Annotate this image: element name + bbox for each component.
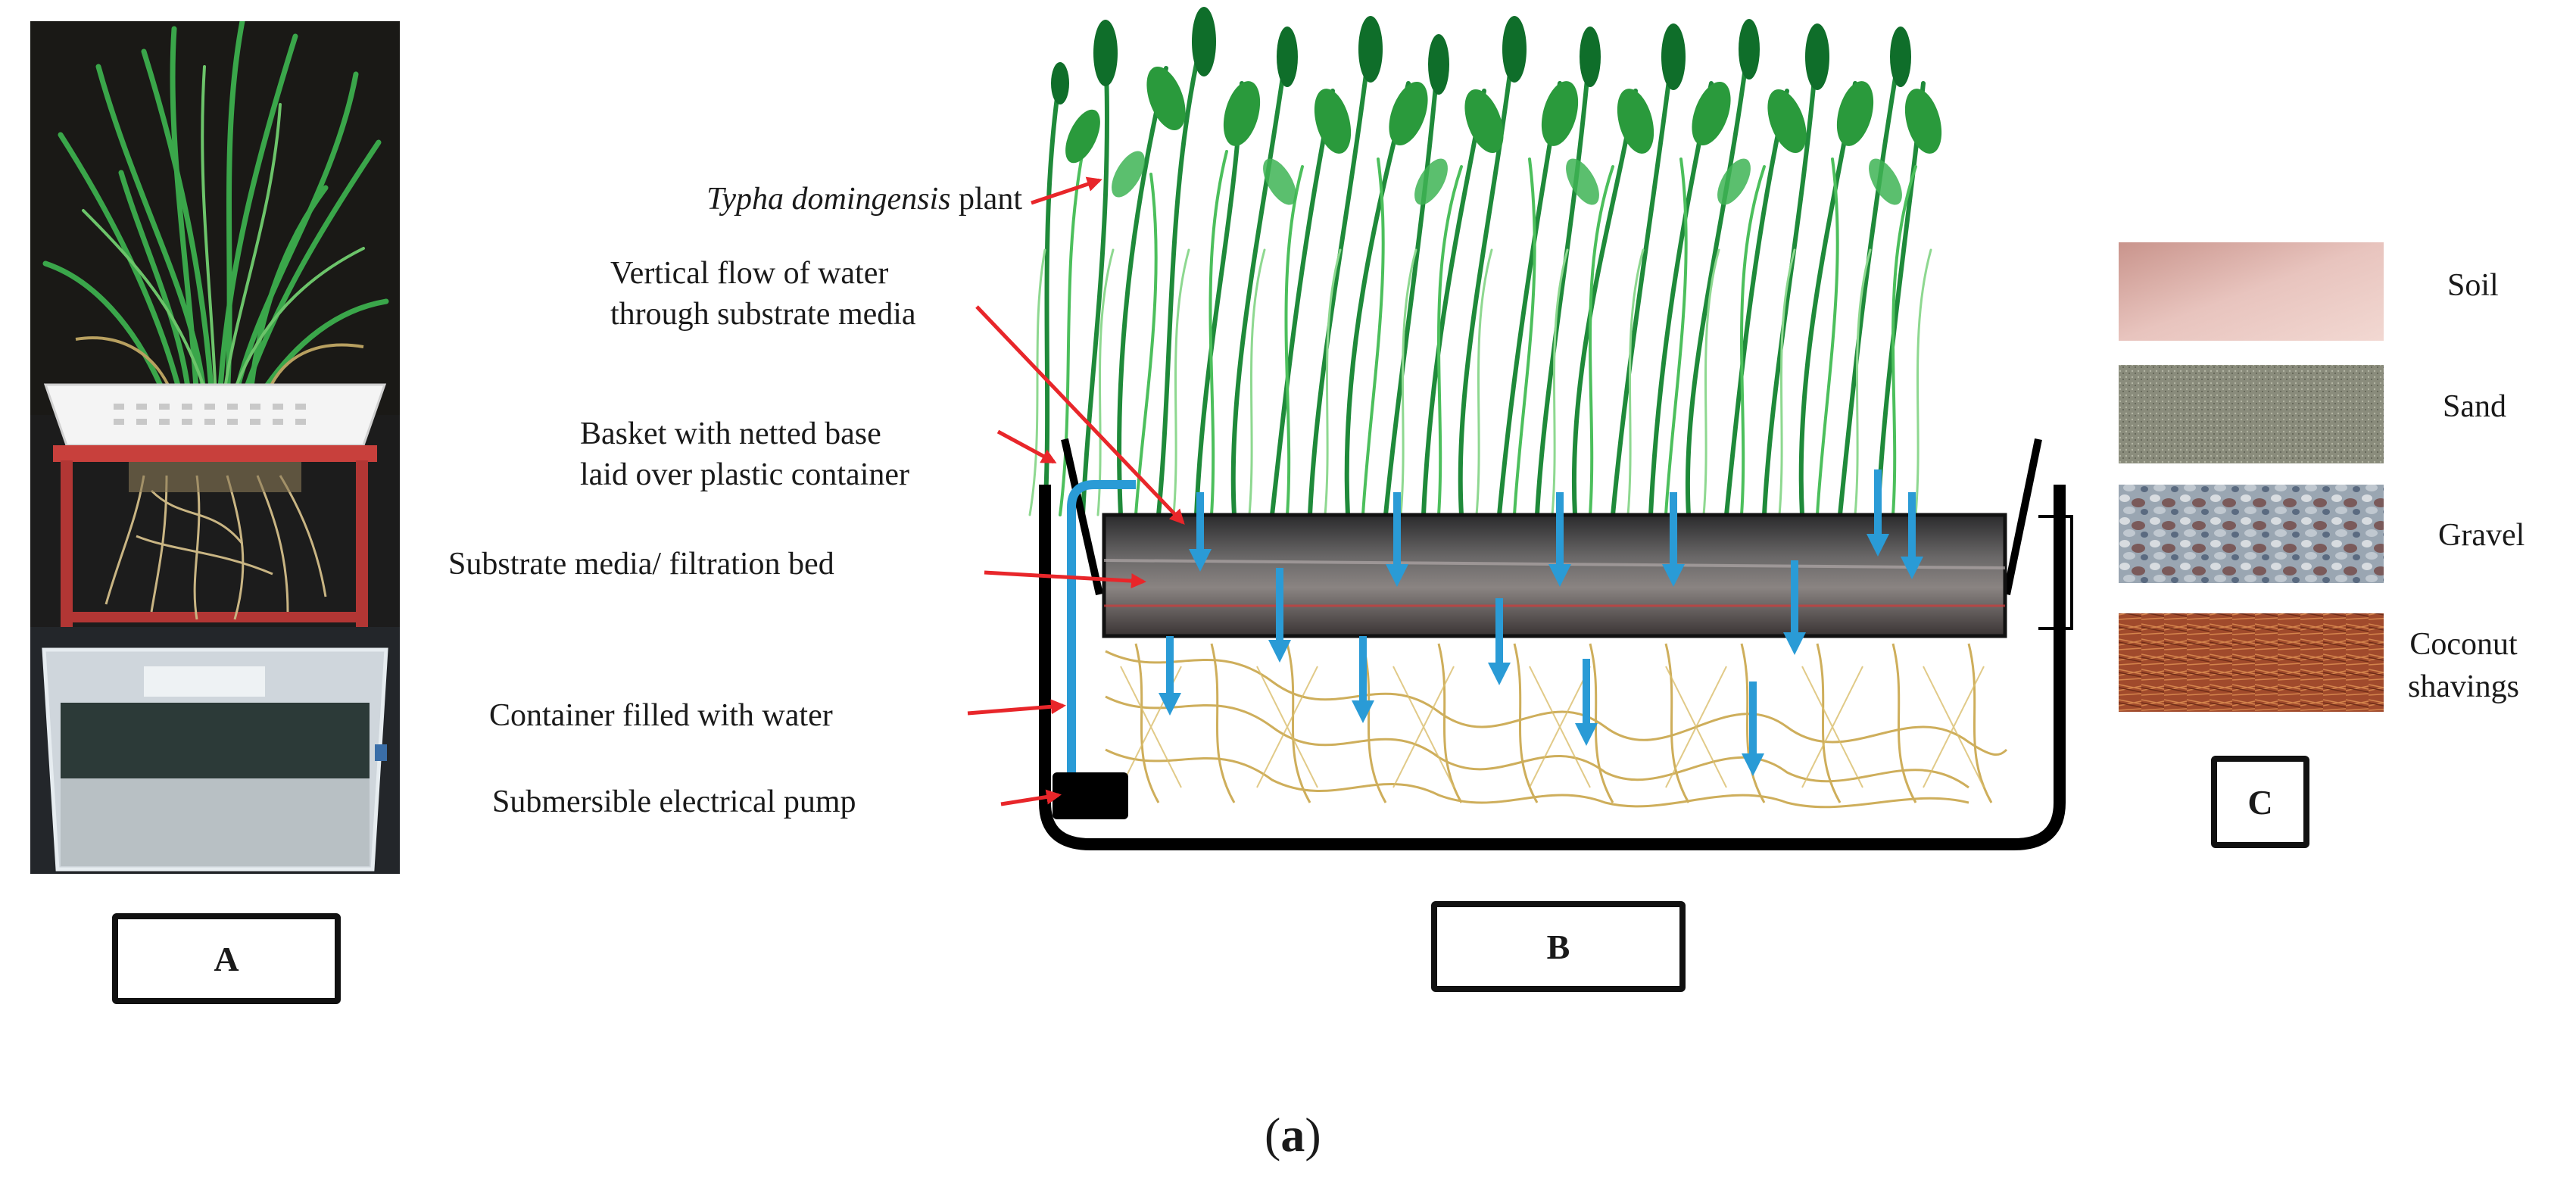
media-label-coconut-line2: shavings [2408,669,2519,704]
label-plant-species: Typha domingensis [706,182,951,217]
basket-wall-right [2003,438,2042,596]
label-container: Container filled with water [489,698,833,733]
leader-pump [1000,789,1062,806]
basket-wall-left [1061,438,1103,596]
root-mesh [1105,643,2008,809]
panel-b-schematic [1028,7,2066,850]
label-pump: Submersible electrical pump [492,784,856,819]
label-basket: Basket with netted base laid over plasti… [580,415,909,494]
plant-heads [1051,7,1942,205]
panel-a-tag: A [214,939,239,978]
container-outline [1039,485,2066,850]
label-substrate: Substrate media/ filtration bed [448,547,834,582]
label-flow: Vertical flow of water through substrate… [610,254,916,333]
label-plant: Typha domingensis plant [551,180,1022,218]
label-basket-line2: laid over plastic container [580,457,909,492]
panel-a-photo [30,21,400,874]
panel-b-tag-box: B [1431,901,1686,992]
swatch-coconut [2119,613,2384,712]
media-label-coconut: Coconut shavings [2408,625,2519,706]
media-bracket [2038,515,2073,630]
panel-b-tag: B [1546,927,1570,966]
swatch-gravel [2119,485,2384,583]
caption-open: ( [1265,1108,1281,1162]
panel-c-tag: C [2247,782,2273,822]
label-plant-suffix: plant [950,182,1022,217]
media-label-coconut-line1: Coconut [2409,627,2518,662]
pump-pipe [1067,480,1136,780]
leader-flow [975,305,1185,525]
caption-close: ) [1305,1108,1321,1162]
figure-caption: (a) [1265,1107,1321,1163]
leader-plant [1031,176,1102,205]
substrate-bed [1102,513,2007,638]
leader-container [967,699,1066,716]
label-basket-line1: Basket with netted base [580,416,881,451]
swatch-sand [2119,365,2384,463]
leader-basket [996,429,1057,464]
media-swatches [2119,242,2384,712]
pump [1053,772,1128,819]
media-label-sand: Sand [2443,389,2506,424]
media-label-soil: Soil [2447,268,2499,303]
leader-substrate [984,570,1146,589]
label-flow-line1: Vertical flow of water [610,256,889,291]
swatch-soil [2119,242,2384,341]
panel-c-tag-box: C [2211,756,2309,848]
media-label-gravel: Gravel [2438,518,2525,553]
caption-letter: a [1280,1108,1305,1162]
panel-a-tag-box: A [112,913,341,1004]
flow-arrows [1159,469,1923,776]
label-flow-line2: through substrate media [610,297,916,332]
